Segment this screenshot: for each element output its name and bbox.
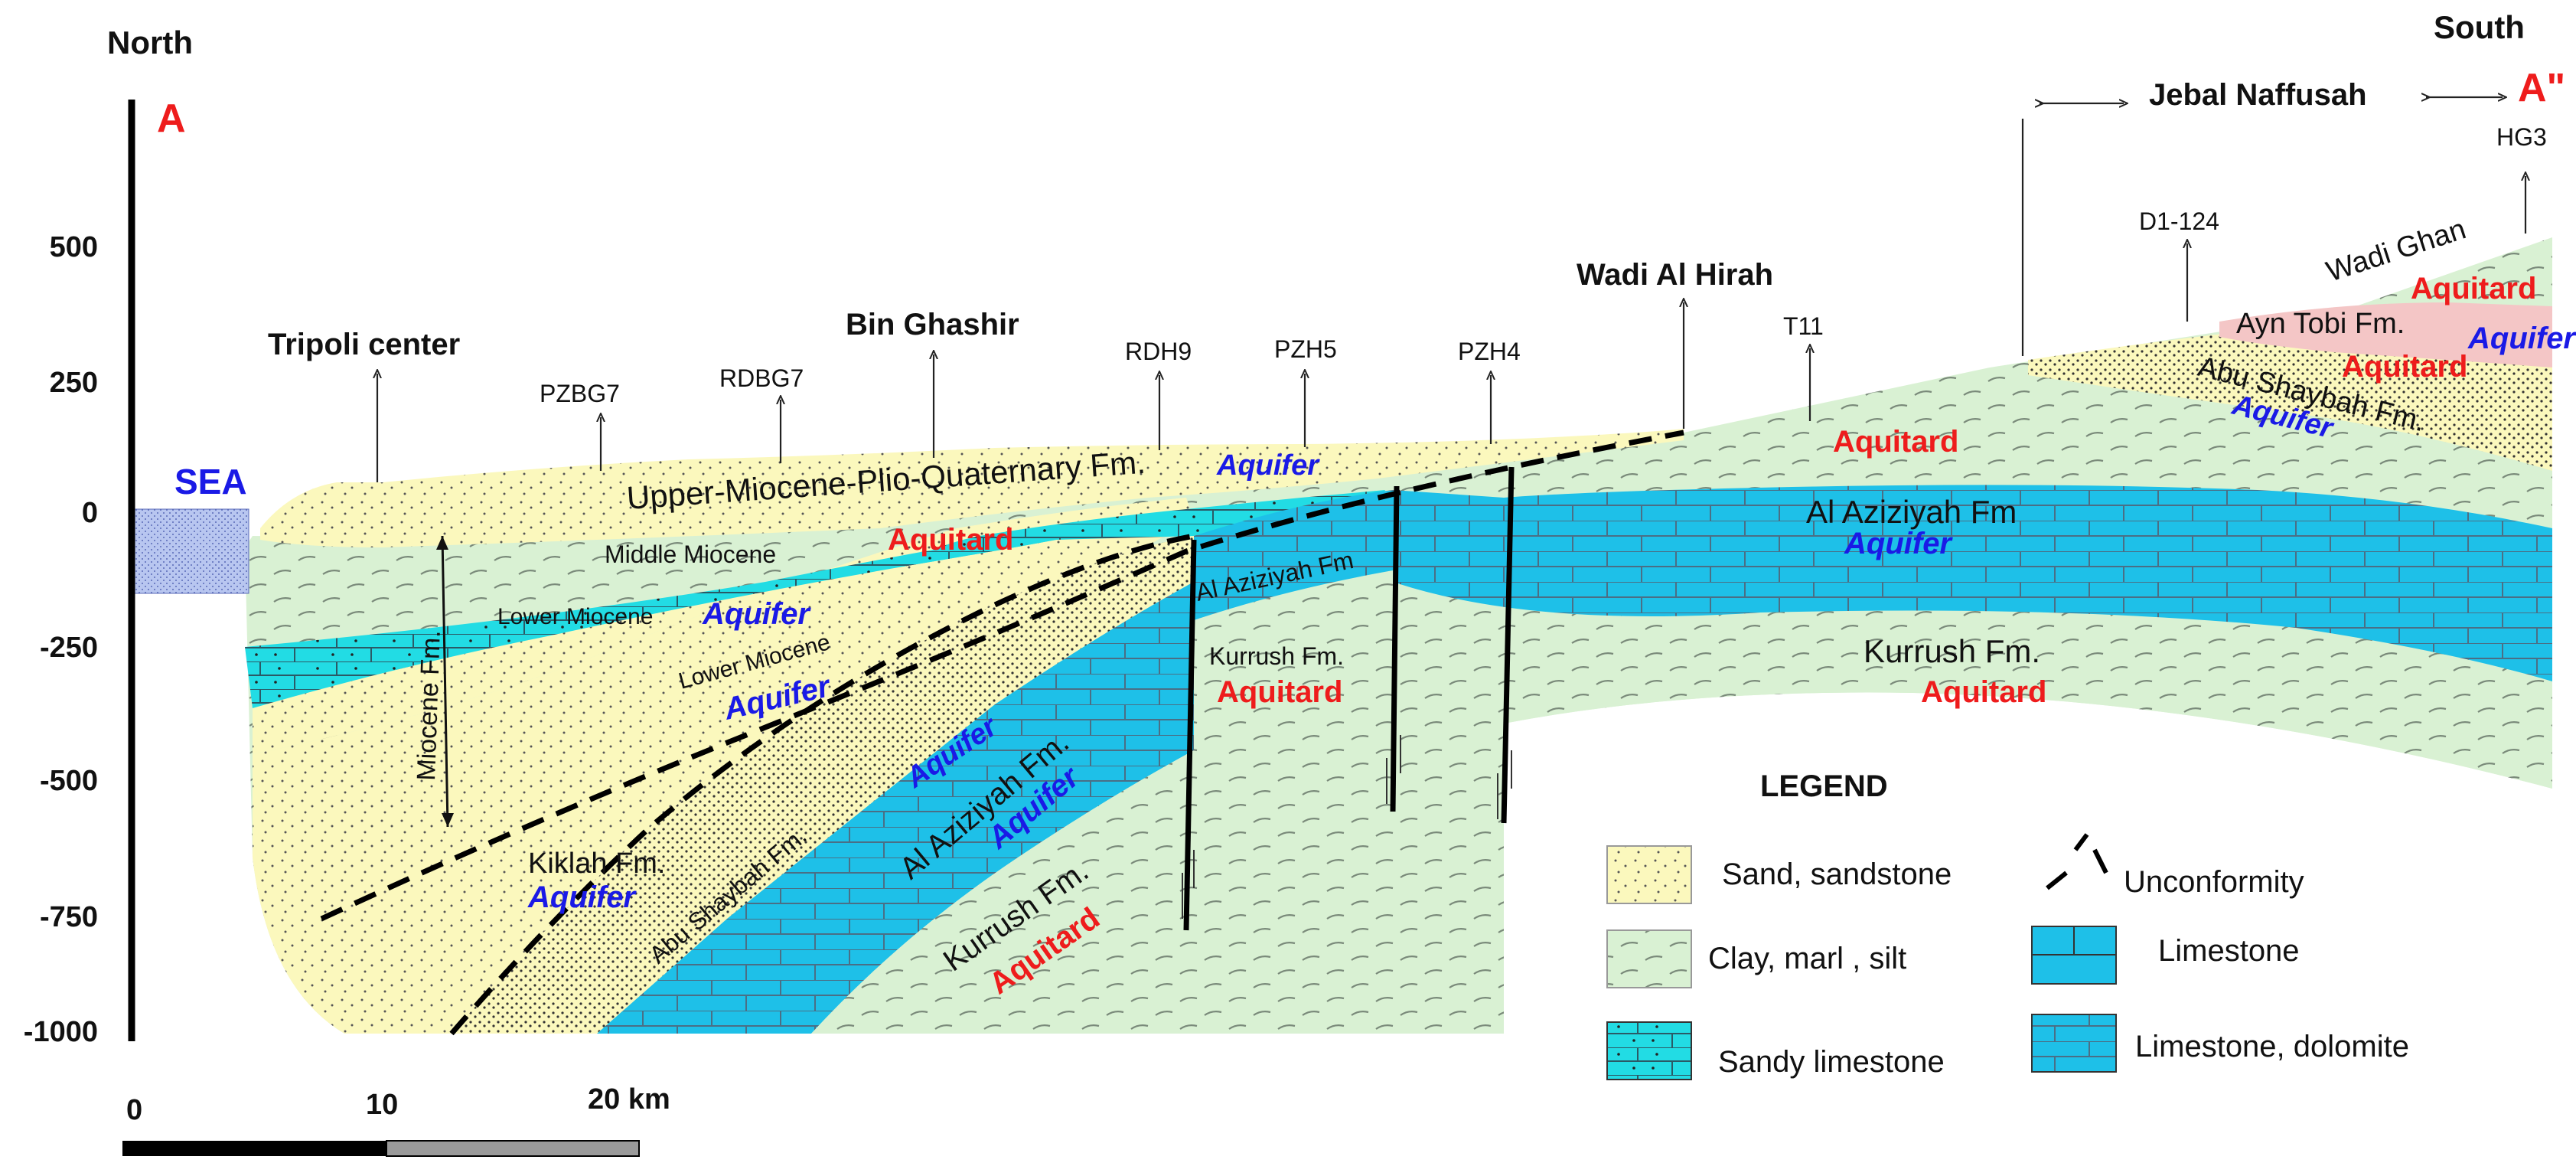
section-start-label: A bbox=[157, 96, 186, 141]
north-label: North bbox=[107, 24, 193, 60]
legend-swatch-sand bbox=[1606, 845, 1692, 904]
sea-area bbox=[133, 508, 249, 594]
fault-2 bbox=[1390, 485, 1400, 812]
label-aquitard-t11: Aquitard bbox=[1833, 425, 1958, 459]
place-wadi-al-hirah: Wadi Al Hirah bbox=[1577, 258, 1773, 292]
sea-label: SEA bbox=[174, 462, 247, 501]
well-hg3: HG3 bbox=[2496, 123, 2547, 151]
scale-label-20: 20 km bbox=[588, 1083, 670, 1116]
middle-miocene-sandy-limestone bbox=[903, 490, 1385, 567]
label-kurrush-mid: Kurrush Fm. bbox=[1209, 642, 1344, 670]
label-aquitard-mid: Aquitard bbox=[2342, 350, 2467, 384]
wells: Tripoli center PZBG7 RDBG7 Bin Ghashir R… bbox=[268, 78, 2547, 482]
legend-label-unconformity: Unconformity bbox=[2124, 865, 2304, 899]
scale-bar-solid bbox=[122, 1141, 386, 1156]
scale-bar: 0 10 20 km bbox=[122, 1083, 670, 1157]
legend-swatch-clay bbox=[1606, 929, 1692, 988]
south-label: South bbox=[2434, 9, 2525, 45]
label-ayn-tobi-aquifer: Aquifer bbox=[2467, 322, 2576, 355]
lower-right-white bbox=[1504, 692, 2552, 1034]
label-middle-miocene-aquitard: Aquitard bbox=[888, 523, 1013, 557]
label-upper-miocene-aquifer: Aquifer bbox=[1216, 449, 1320, 482]
axis-tick-500: 500 bbox=[50, 231, 98, 263]
axis-tick-m500: -500 bbox=[40, 765, 98, 797]
scale-label-10: 10 bbox=[366, 1089, 398, 1121]
label-al-aziziyah-right: Al Aziziyah Fm bbox=[1806, 494, 2017, 530]
lower-miocene-sandy-limestone bbox=[245, 528, 1056, 708]
well-pzh4: PZH4 bbox=[1458, 338, 1521, 365]
legend-label-clay: Clay, marl , silt bbox=[1708, 942, 1906, 975]
scale-label-0: 0 bbox=[126, 1094, 142, 1126]
kurrush-left-layer bbox=[811, 750, 1194, 1034]
fault-arrow bbox=[1182, 850, 1195, 919]
upper-miocene-sand-layer bbox=[260, 429, 1684, 547]
axis-tick-m250: -250 bbox=[40, 632, 98, 664]
section-end-label: A" bbox=[2518, 66, 2565, 110]
fault-1 bbox=[1183, 539, 1197, 931]
legend-label-limestone: Limestone bbox=[2158, 934, 2300, 968]
place-tripoli: Tripoli center bbox=[268, 328, 460, 361]
well-rdh9: RDH9 bbox=[1125, 338, 1192, 365]
axis-tick-m1000: -1000 bbox=[24, 1016, 98, 1048]
well-pzh5: PZH5 bbox=[1274, 335, 1337, 363]
al-aziziyah-left-layer bbox=[597, 582, 1194, 1034]
kurrush-right-layer bbox=[1504, 605, 2552, 789]
well-t11: T11 bbox=[1783, 312, 1824, 340]
label-kurrush-right-aquitard: Aquitard bbox=[1921, 675, 2046, 709]
label-al-aziziyah-right-aquifer: Aquifer bbox=[1844, 527, 1953, 560]
label-miocene-fm: Miocene Fm. bbox=[412, 630, 446, 782]
fault-arrow bbox=[1386, 735, 1401, 804]
label-ayn-tobi: Ayn Tobi Fm. bbox=[2236, 308, 2405, 340]
legend-swatch-limestone-dolomite bbox=[2031, 1014, 2117, 1073]
well-pzbg7: PZBG7 bbox=[540, 380, 620, 407]
label-kiklah-aquifer: Aquifer bbox=[527, 880, 637, 914]
label-aquitard-top: Aquitard bbox=[2411, 272, 2536, 305]
well-rdbg7: RDBG7 bbox=[719, 364, 804, 392]
scale-bar-hatched bbox=[386, 1140, 640, 1157]
ayn-tobi-layer bbox=[2219, 302, 2552, 368]
lower-miocene-sand-layer bbox=[253, 498, 1186, 754]
axis-tick-0: 0 bbox=[82, 497, 98, 529]
legend-swatch-limestone-lines bbox=[2032, 926, 2116, 956]
label-lower-miocene: Lower Miocene bbox=[497, 604, 653, 629]
label-kurrush-mid-aquitard: Aquitard bbox=[1217, 675, 1342, 709]
legend: LEGEND Sand, sandstone Clay, marl , silt… bbox=[1606, 769, 2409, 1080]
depth-axis: 500 250 0 -250 -500 -750 -1000 bbox=[24, 100, 135, 1048]
place-jebal-naffusah: Jebal Naffusah bbox=[2149, 78, 2367, 112]
al-aziziyah-right-layer bbox=[1393, 485, 2552, 681]
al-aziziyah-mid-layer bbox=[1194, 490, 1393, 620]
cross-section-body bbox=[133, 237, 2552, 1036]
place-bin-ghashir: Bin Ghashir bbox=[846, 308, 1019, 341]
label-kurrush-right: Kurrush Fm. bbox=[1864, 633, 2040, 669]
legend-swatch-unconformity bbox=[2046, 833, 2108, 890]
unconformity-line bbox=[320, 430, 1684, 922]
legend-swatch-sandy-limestone bbox=[1606, 1021, 1692, 1080]
miocene-extent-arrow bbox=[441, 535, 449, 828]
fault-3 bbox=[1501, 466, 1515, 824]
label-lower-miocene-aquifer: Aquifer bbox=[702, 597, 811, 631]
legend-label-limestone-dolomite: Limestone, dolomite bbox=[2135, 1030, 2409, 1063]
fault-arrow bbox=[1497, 750, 1512, 819]
well-d1-124: D1-124 bbox=[2139, 207, 2219, 235]
legend-label-sand: Sand, sandstone bbox=[1722, 858, 1952, 891]
unconformity-line-left bbox=[449, 533, 1195, 1036]
legend-title: LEGEND bbox=[1760, 769, 1888, 803]
label-kiklah: Kiklah Fm. bbox=[528, 848, 665, 880]
legend-label-sandy-limestone: Sandy limestone bbox=[1718, 1045, 1945, 1079]
axis-tick-250: 250 bbox=[50, 367, 98, 399]
axis-tick-m750: -750 bbox=[40, 901, 98, 933]
label-middle-miocene: Middle Miocene bbox=[605, 541, 776, 568]
abu-shaybah-left-layer bbox=[452, 536, 1194, 1034]
